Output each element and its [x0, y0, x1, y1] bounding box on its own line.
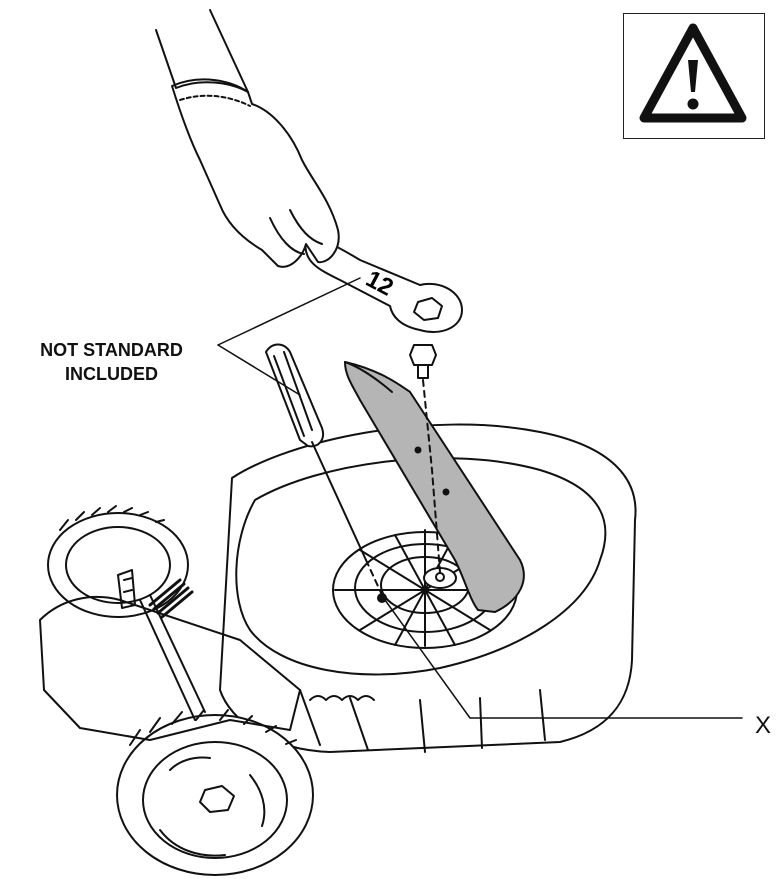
spring — [148, 578, 194, 619]
wrench-hex — [413, 297, 443, 321]
screwdriver-dash — [365, 559, 383, 596]
fingers — [269, 209, 323, 255]
hand — [171, 78, 340, 268]
wrench — [304, 238, 463, 333]
blade-hole-1 — [414, 446, 422, 454]
front-wheel-spokes — [159, 756, 266, 857]
rear-vents — [309, 695, 375, 701]
bolt-shank — [417, 364, 429, 379]
chassis-body — [39, 596, 301, 741]
screwdriver-grip — [273, 351, 313, 437]
not-standard-line2: INCLUDED — [65, 364, 158, 384]
front-wheel-inner — [142, 741, 288, 859]
front-wheel-hub — [199, 785, 235, 813]
leader-not-standard-screwdriver — [217, 344, 301, 396]
screwdriver-shaft — [311, 441, 367, 561]
leader-not-standard-wrench — [217, 277, 361, 346]
not-standard-included-label: NOT STANDARD INCLUDED — [4, 338, 219, 386]
rear-wheel — [47, 512, 189, 618]
x-marker-label: X — [755, 712, 772, 739]
sleeve — [155, 9, 249, 93]
hub-hole — [435, 572, 445, 582]
blade-hole-2 — [442, 488, 450, 496]
leader-x — [384, 599, 743, 719]
not-standard-line1: NOT STANDARD — [40, 340, 183, 360]
warning-triangle-icon — [639, 23, 747, 123]
blade-edge — [344, 361, 393, 393]
fan-spokes — [334, 529, 516, 647]
deck-side — [299, 689, 546, 753]
rear-wheel-treads — [59, 505, 165, 531]
warning-sign — [623, 13, 765, 139]
height-lever — [139, 594, 206, 721]
bolt-head — [409, 344, 437, 366]
blade — [344, 361, 525, 613]
rear-wheel-inner — [65, 526, 171, 604]
bolt-dash — [422, 379, 441, 573]
cuff — [179, 94, 251, 107]
